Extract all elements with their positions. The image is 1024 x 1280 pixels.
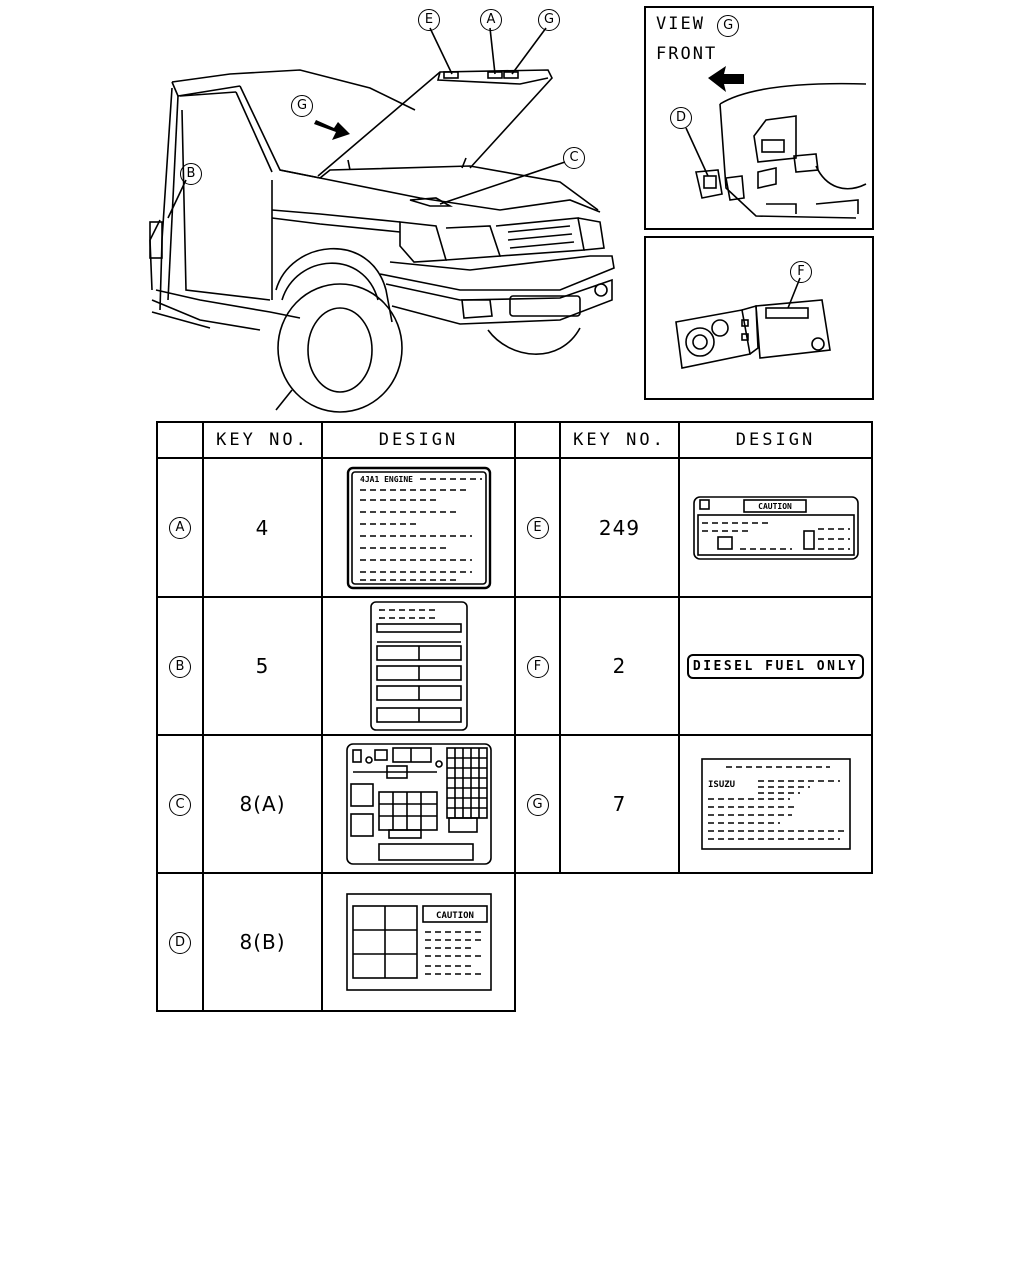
label-g-brand: ISUZU [708, 780, 735, 790]
row-ref-a: A [156, 457, 204, 598]
row-ref-g: G [514, 734, 561, 874]
key-no-c: 8(A) [202, 734, 323, 874]
callout-e: E [418, 8, 440, 31]
design-a: 4JA1 ENGINE [321, 457, 516, 598]
callout-f: F [790, 260, 812, 283]
row-ref-d: D [156, 872, 204, 1012]
key-no-g: 7 [559, 734, 680, 874]
key-no-b: 5 [202, 596, 323, 736]
row-ref-b: B [156, 596, 204, 736]
callout-d: D [670, 106, 692, 129]
header-design-right: DESIGN [678, 421, 873, 459]
design-d: CAUTION [321, 872, 516, 1012]
header-key-no-right: KEY NO. [559, 421, 680, 459]
header-design-left: DESIGN [321, 421, 516, 459]
fuel-lid-drawing [675, 277, 831, 369]
callout-g-windshield: G [291, 94, 313, 117]
design-b [321, 596, 516, 736]
design-f: DIESEL FUEL ONLY [678, 596, 873, 736]
row-ref-f: F [514, 596, 561, 736]
table-row: C 8(A) [156, 734, 873, 874]
empty-cell [514, 873, 872, 1011]
key-no-e: 249 [559, 457, 680, 598]
design-c [321, 734, 516, 874]
label-d-caution: CAUTION [436, 911, 474, 921]
view-g-drawing [685, 66, 867, 219]
callout-g-top: G [538, 8, 560, 31]
row-ref-e: E [514, 457, 561, 598]
header-ref-left [156, 421, 204, 459]
vehicle-illustration [149, 27, 615, 413]
design-g: ISUZU [678, 734, 873, 874]
key-no-a: 4 [202, 457, 323, 598]
view-g-panel: VIEW G FRONT D [644, 6, 874, 230]
label-e-caution: CAUTION [758, 502, 792, 511]
table-row: A 4 4JA1 ENGINE E 249 [156, 457, 873, 598]
fuel-lid-panel: F [644, 236, 874, 400]
header-key-no-left: KEY NO. [202, 421, 323, 459]
row-ref-c: C [156, 734, 204, 874]
callout-b: B [180, 162, 202, 185]
table-row: B 5 F 2 DIESEL FUEL ONLY [156, 596, 873, 736]
label-f-text: DIESEL FUEL ONLY [686, 653, 865, 679]
front-arrow-icon [708, 66, 744, 92]
label-a-title: 4JA1 ENGINE [360, 475, 413, 484]
key-table: KEY NO. DESIGN KEY NO. DESIGN A 4 4JA1 E… [156, 421, 873, 1012]
leader-lines [167, 27, 566, 219]
callout-c: C [563, 146, 585, 169]
view-ref-g: G [717, 15, 740, 37]
table-row: D 8(B) CAUTION [156, 872, 872, 1012]
vehicle-drawing [149, 69, 615, 413]
header-ref-right [514, 421, 561, 459]
front-label: FRONT [656, 44, 718, 64]
view-label: VIEW G [656, 14, 740, 37]
key-no-f: 2 [559, 596, 680, 736]
design-e: CAUTION [678, 457, 873, 598]
callout-a: A [480, 8, 502, 31]
key-no-d: 8(B) [202, 872, 323, 1012]
